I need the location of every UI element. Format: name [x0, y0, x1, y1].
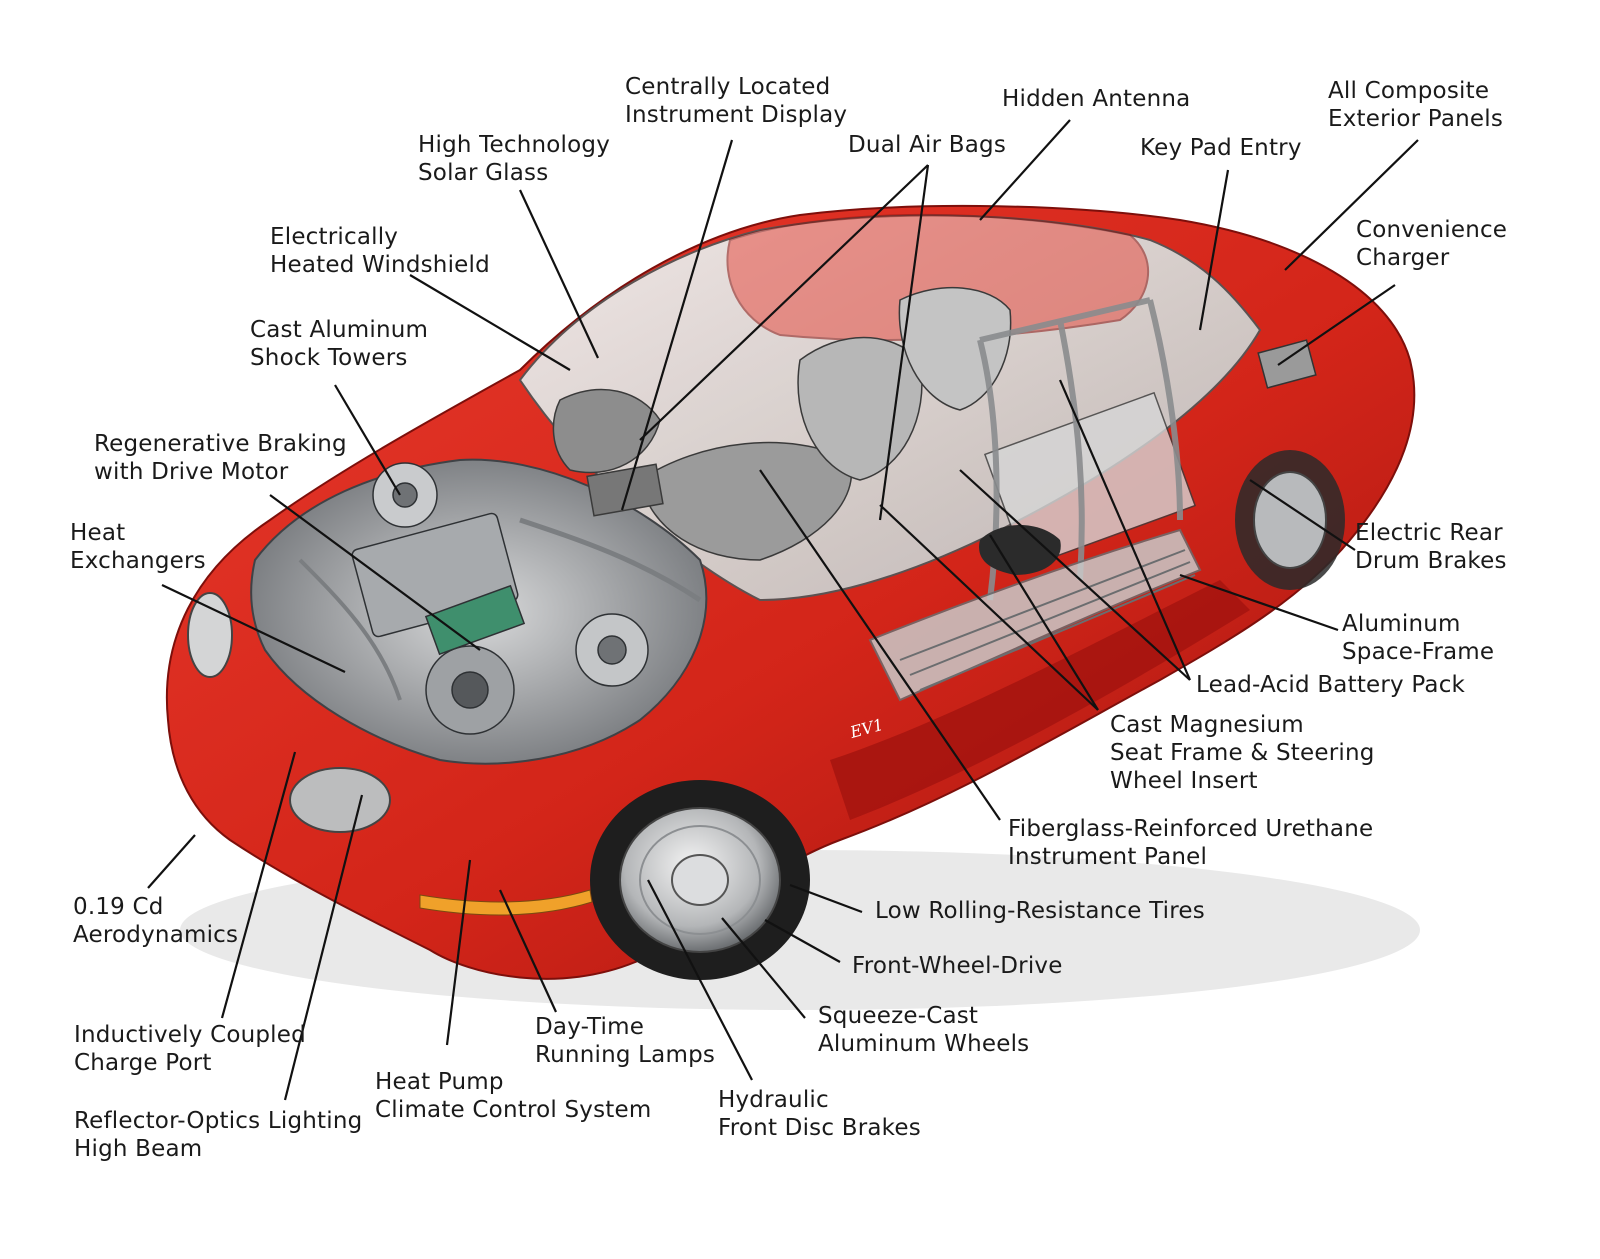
- label-heat-pump: Heat Pump Climate Control System: [375, 1069, 652, 1123]
- label-high-beam: Reflector-Optics Lighting High Beam: [74, 1108, 363, 1162]
- headlamp: [289, 767, 391, 833]
- interior: [552, 286, 1197, 569]
- side-mirror: [979, 525, 1061, 575]
- label-seat-frame: Cast Magnesium Seat Frame & Steering Whe…: [1110, 712, 1375, 794]
- label-hidden-antenna: Hidden Antenna: [1002, 86, 1191, 112]
- label-charge-port: Inductively Coupled Charge Port: [74, 1022, 306, 1076]
- label-wheels: Squeeze-Cast Aluminum Wheels: [818, 1003, 1030, 1057]
- label-disc-brakes: Hydraulic Front Disc Brakes: [718, 1087, 921, 1141]
- label-dual-air-bags: Dual Air Bags: [848, 132, 1007, 158]
- label-composite-panels: All Composite Exterior Panels: [1328, 78, 1504, 132]
- label-rear-drum-brakes: Electric Rear Drum Brakes: [1355, 520, 1507, 574]
- rear-wheel: [1235, 450, 1345, 590]
- battery-tunnel: [868, 528, 1202, 702]
- label-convenience-charger: Convenience Charger: [1356, 217, 1508, 271]
- label-aerodynamics: 0.19 Cd Aerodynamics: [73, 894, 239, 948]
- label-key-pad-entry: Key Pad Entry: [1140, 135, 1302, 161]
- label-battery-pack: Lead-Acid Battery Pack: [1196, 672, 1466, 698]
- label-tires: Low Rolling-Resistance Tires: [875, 898, 1205, 924]
- label-front-wheel-drive: Front-Wheel-Drive: [852, 953, 1063, 979]
- label-shock-towers: Cast Aluminum Shock Towers: [250, 317, 429, 371]
- label-regen-braking: Regenerative Braking with Drive Motor: [94, 431, 347, 485]
- front-wheel: [590, 780, 810, 980]
- label-heated-windshield: Electrically Heated Windshield: [270, 224, 490, 278]
- label-running-lamps: Day-Time Running Lamps: [535, 1014, 716, 1068]
- engine-components: [298, 462, 702, 735]
- label-space-frame: Aluminum Space-Frame: [1342, 611, 1495, 665]
- charger-unit: [1257, 339, 1317, 389]
- label-instrument-display: Centrally Located Instrument Display: [625, 74, 848, 128]
- leader-lines: [147, 119, 1419, 1101]
- roof-panel: [726, 213, 1149, 341]
- label-solar-glass: High Technology Solar Glass: [418, 132, 611, 186]
- label-instrument-panel: Fiberglass-Reinforced Urethane Instrumen…: [1008, 816, 1374, 870]
- space-frame-tubes: [977, 297, 1183, 601]
- label-heat-exchangers: Heat Exchangers: [70, 520, 206, 574]
- headlamp-left: [187, 592, 233, 678]
